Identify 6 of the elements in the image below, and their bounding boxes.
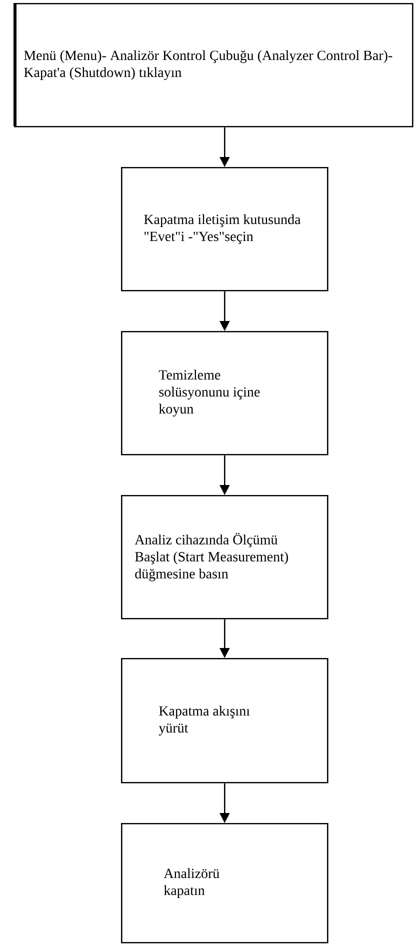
process-box: Analizörü kapatın [121, 823, 328, 944]
process-box: Menü (Menu)- Analizör Kontrol Çubuğu (Analyzer Control Bar)- Kapat'a (Shutdown) tıklayın [14, 3, 414, 128]
process-box: Analiz cihazında Ölçümü Başlat (Start Measurement) düğmesine basın [121, 495, 328, 620]
process-box: Kapatma akışını yürüt [121, 658, 328, 784]
process-box: Temizleme solüsyonunu içine koyun [121, 331, 328, 456]
process-box: Kapatma iletişim kutusunda "Evet"i -"Yes"seçin [121, 167, 328, 292]
